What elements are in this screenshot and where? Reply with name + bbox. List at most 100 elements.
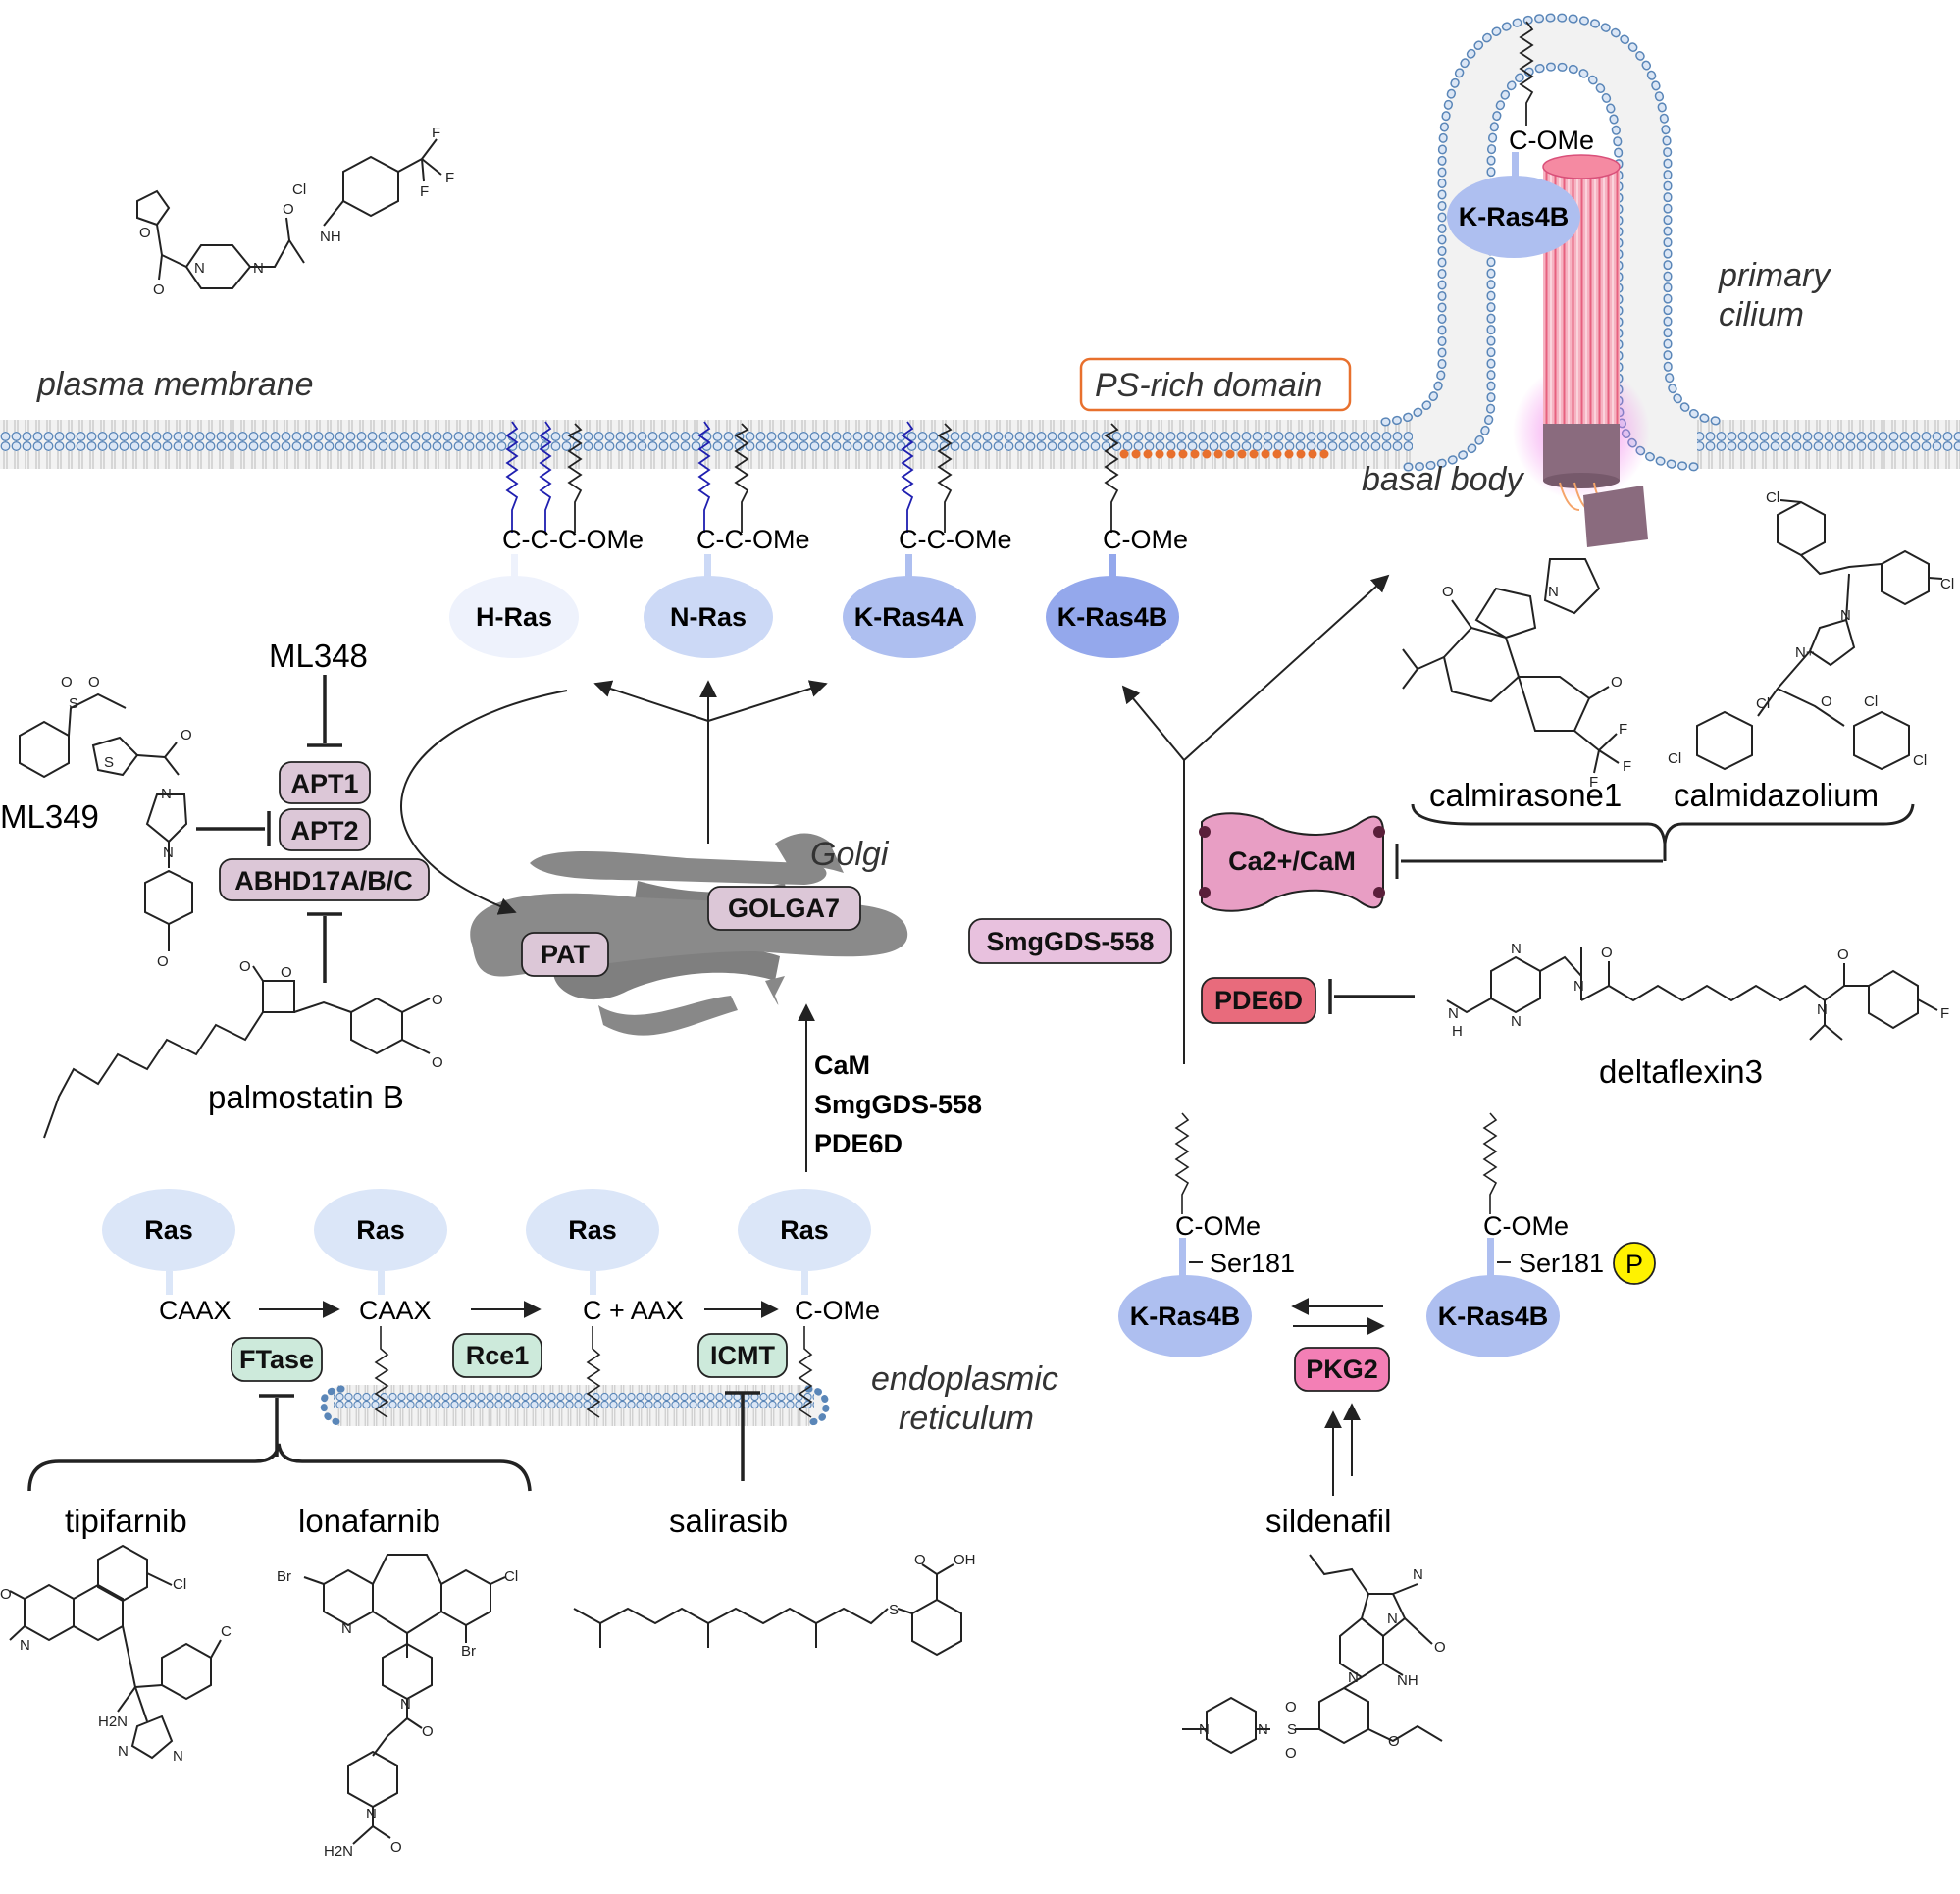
pat-label: PAT — [541, 940, 590, 969]
h-ras-label: H-Ras — [476, 602, 552, 632]
depalmitoylation-arrow — [399, 690, 568, 915]
pde6d-label: PDE6D — [1214, 986, 1303, 1015]
ml348-nh: NH — [320, 229, 341, 245]
salirasib-name: salirasib — [669, 1503, 788, 1539]
chaperone-cam: CaM — [814, 1050, 870, 1080]
calmid-cl5: Cl — [1864, 693, 1878, 710]
golga7-label: GOLGA7 — [728, 894, 840, 923]
lona-o2: O — [390, 1839, 402, 1856]
phospho-right-name: K-Ras4B — [1438, 1302, 1549, 1331]
palmostatin-name: palmostatin B — [208, 1079, 404, 1115]
h-ras-protein — [449, 576, 579, 658]
er-farnesyl-anchors — [374, 1326, 813, 1418]
calmidazolium-structure: Cl Cl N N+ Cl Cl Cl Cl O — [1668, 489, 1954, 771]
ml348-o2: O — [153, 282, 165, 298]
cilium-k-ras4b-protein — [1447, 176, 1580, 258]
sild-o4: O — [1388, 1733, 1400, 1750]
phospho-left-protein — [1118, 1275, 1252, 1357]
phospho-left-name: K-Ras4B — [1130, 1302, 1241, 1331]
delta-n3: N — [1573, 978, 1584, 995]
palm-o4: O — [432, 1054, 443, 1071]
tipi-n1: N — [20, 1637, 30, 1654]
deltaflexin-structure: N N N H N O N O F — [1446, 941, 1949, 1041]
phosphate-label: P — [1625, 1250, 1643, 1279]
lona-br1: Br — [277, 1568, 291, 1585]
k-ras4b-label: K-Ras4B — [1057, 602, 1168, 632]
salirasib-structure: S O OH — [573, 1552, 976, 1657]
ps-rich-domain-label: PS-rich domain — [1095, 367, 1322, 404]
calmirasone-name: calmirasone1 — [1429, 777, 1622, 813]
ml348-structure: Cl F F F NH N N O O O — [136, 125, 454, 298]
calmid-cl2: Cl — [1940, 576, 1954, 592]
sild-n2: N — [1387, 1611, 1398, 1627]
palmostatin-structure: O O O O — [43, 958, 443, 1139]
cam-label: Ca2+/CaM — [1228, 846, 1356, 876]
delta-o1: O — [1601, 945, 1613, 961]
calmid-cl6: Cl — [1913, 752, 1927, 769]
lona-h2n: H2N — [324, 1843, 353, 1860]
sild-n1: N — [1413, 1566, 1423, 1583]
calmid-n2: N+ — [1795, 644, 1815, 661]
calmir-f1: F — [1619, 721, 1627, 738]
lona-br2: Br — [461, 1643, 476, 1660]
er-label-2: reticulum — [899, 1400, 1034, 1437]
er-label-1: endoplasmic — [871, 1360, 1058, 1398]
sildenafil-structure: N N O NH N N N S O O O — [1182, 1554, 1446, 1762]
ml348-n1: N — [194, 260, 205, 277]
cilium-axoneme — [1513, 154, 1650, 547]
sild-o1: O — [1434, 1639, 1446, 1656]
rce1-box — [452, 1333, 542, 1378]
k-ras4a-linker: C-C-OMe — [899, 525, 1012, 554]
ml348-cl: Cl — [292, 181, 306, 198]
sild-n4: N — [1258, 1721, 1268, 1738]
icmt-box — [697, 1333, 788, 1378]
tipi-n3: N — [173, 1748, 183, 1765]
smggds-label: SmgGDS-558 — [986, 927, 1154, 956]
k-ras4b-protein — [1046, 576, 1179, 658]
calmid-cl3: Cl — [1668, 750, 1681, 767]
delta-f: F — [1940, 1005, 1949, 1022]
pde6d-inhibition — [1328, 979, 1415, 1014]
tipi-c: C — [221, 1623, 232, 1640]
lonafarnib-name: lonafarnib — [298, 1503, 440, 1539]
ml349-s2: S — [104, 754, 114, 771]
calmir-f3: F — [1589, 774, 1598, 791]
pat-box — [521, 932, 609, 977]
icmt-label: ICMT — [710, 1341, 775, 1370]
ftase-label: FTase — [239, 1345, 314, 1374]
apt1-label: APT1 — [290, 769, 358, 798]
ml349-name: ML349 — [0, 798, 99, 835]
smggds-box — [968, 918, 1172, 964]
n-ras-label: N-Ras — [670, 602, 747, 632]
phosphate-badge — [1613, 1242, 1656, 1285]
sild-nh: NH — [1397, 1672, 1418, 1689]
k-ras4a-protein — [843, 576, 976, 658]
calmid-n1: N — [1840, 607, 1851, 624]
ml349-o3: O — [181, 727, 192, 743]
sali-oh: OH — [954, 1552, 976, 1568]
apt1-box — [279, 761, 371, 804]
calmir-o2: O — [1611, 674, 1623, 691]
pkg2-label: PKG2 — [1306, 1355, 1378, 1384]
palm-o2: O — [281, 964, 292, 981]
lona-n1: N — [341, 1620, 352, 1637]
delta-o2: O — [1837, 947, 1849, 963]
k-ras4b-linker: C-OMe — [1103, 525, 1188, 554]
lona-n2: N — [400, 1696, 411, 1713]
sali-s: S — [889, 1602, 899, 1618]
chaperone-pde6d: PDE6D — [814, 1129, 903, 1158]
apt-inhibition-lines — [196, 675, 342, 983]
pkg2-box — [1294, 1347, 1390, 1392]
chaperone-smggds: SmgGDS-558 — [814, 1090, 982, 1119]
calmir-n: N — [1548, 584, 1559, 600]
calmir-f2: F — [1623, 758, 1631, 775]
phospho-right-site: Ser181 — [1519, 1249, 1604, 1278]
phospho-left-linker: C-OMe — [1175, 1211, 1261, 1241]
ml349-structure: O S O S O N N O — [19, 674, 193, 970]
sild-n5: N — [1199, 1721, 1210, 1738]
phospho-equilibrium-arrows — [1291, 1298, 1385, 1335]
calmidazolium-name: calmidazolium — [1674, 777, 1879, 813]
primary-cilium-label-1: primary — [1718, 257, 1831, 294]
ml348-f1: F — [432, 125, 440, 141]
phospho-anchors — [1174, 1112, 1498, 1214]
